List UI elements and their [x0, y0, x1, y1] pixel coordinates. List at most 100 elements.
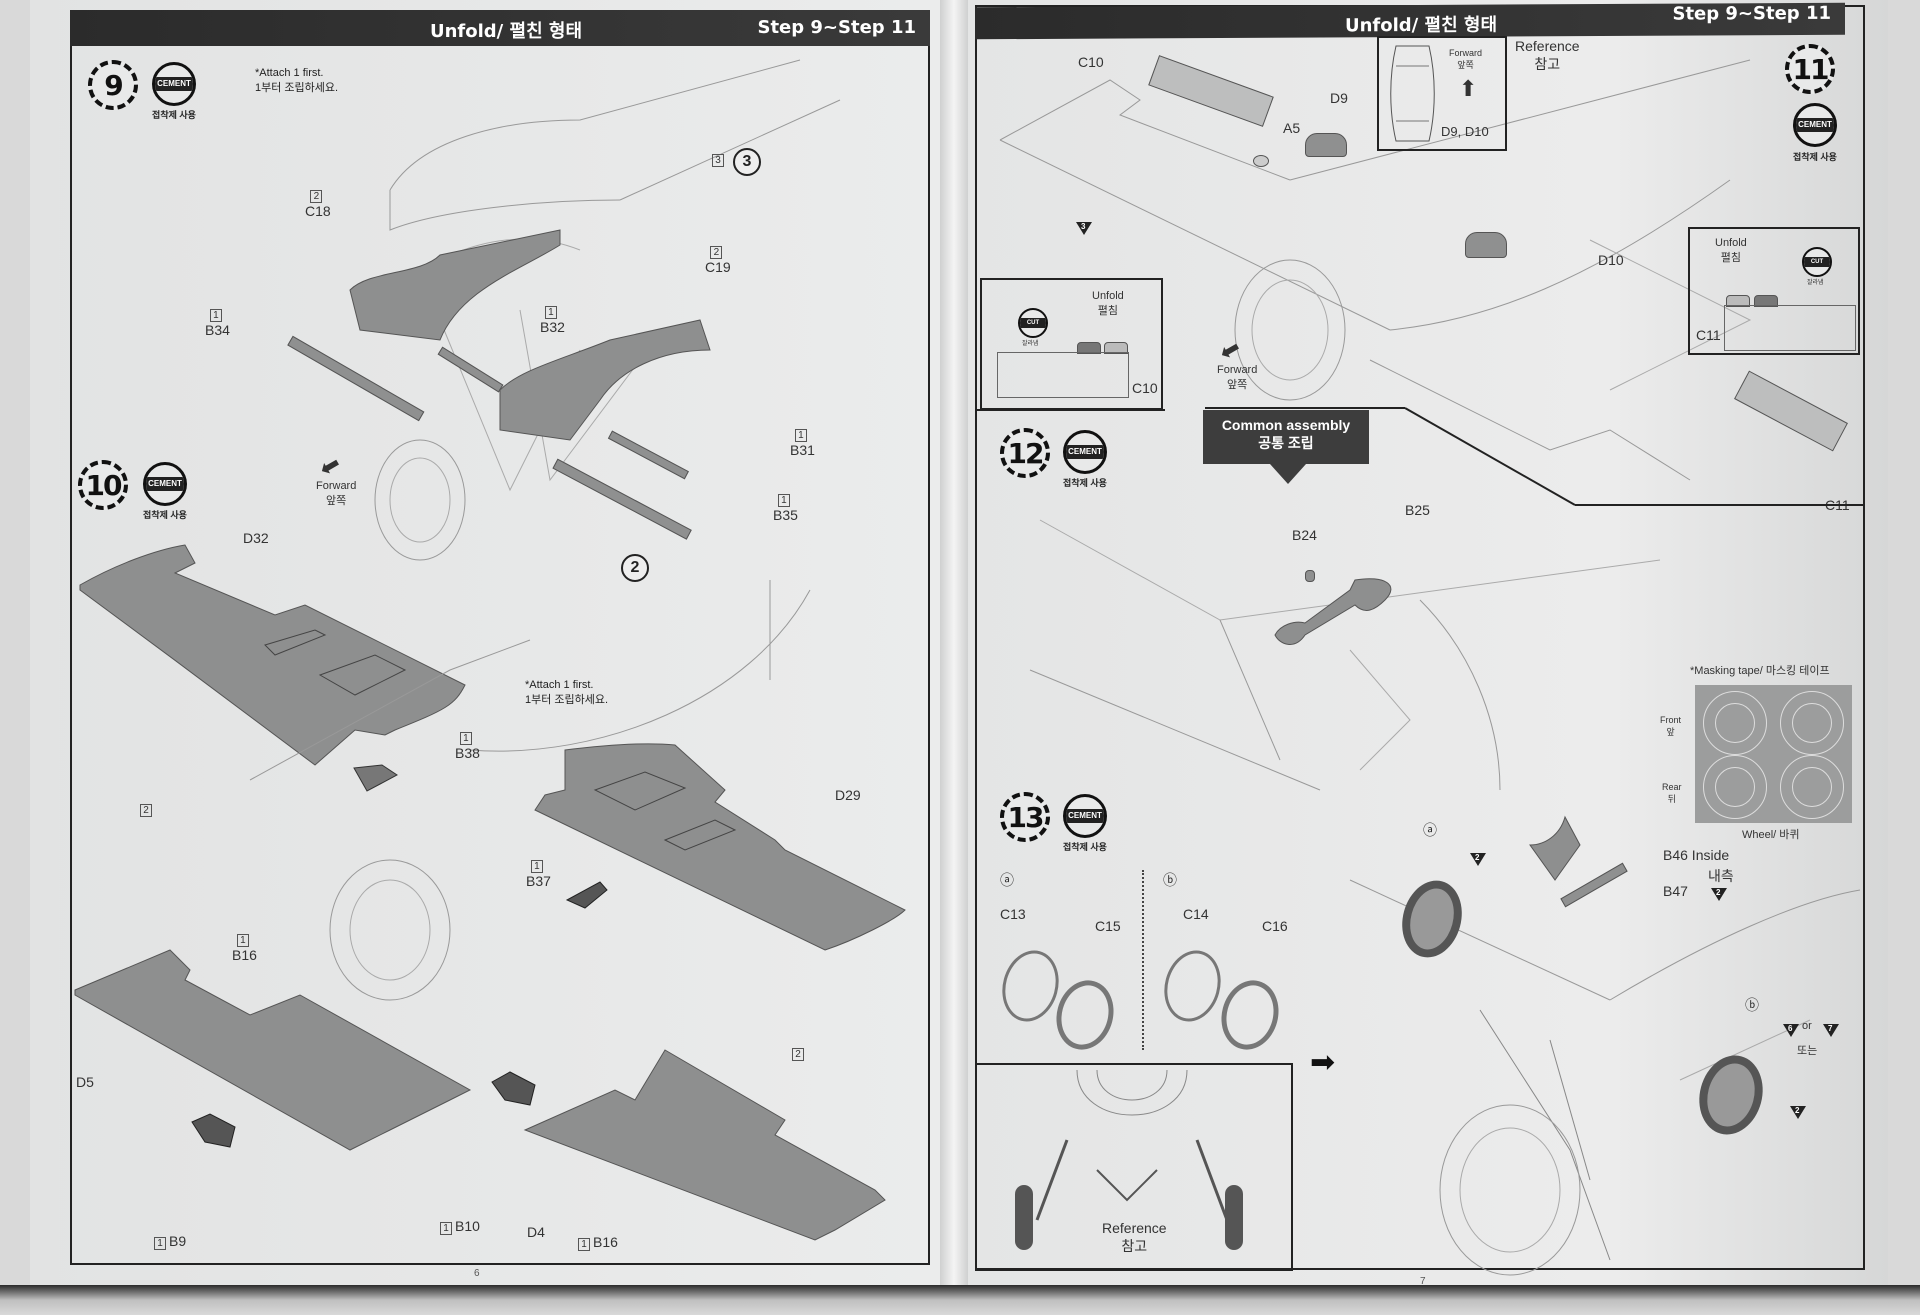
bottom-shadow [0, 1285, 1920, 1315]
part-id: B37 [526, 873, 551, 889]
step13-airframe-drawing [1349, 879, 1861, 1276]
mask-ring-rear-left [1703, 755, 1767, 819]
decal-2-icon: 2 [1470, 853, 1486, 866]
cement-label: CEMENT [1066, 809, 1104, 823]
mask-ring-rear-right [1780, 755, 1844, 819]
step9-note-ko: 1부터 조립하세요. [255, 82, 339, 94]
part-id: B38 [455, 745, 480, 761]
mask-ring-inner [1715, 767, 1755, 807]
wheel-a-label: ⓐ [1423, 822, 1437, 838]
sub-assembly-box: 3 [712, 154, 727, 167]
rear-ko: 뒤 [1667, 794, 1676, 804]
right-header-step-range: Step 9~Step 11 [1672, 2, 1831, 25]
cut-icon: CUT [1018, 308, 1048, 338]
arrow-up-icon: ⬆ [1459, 76, 1478, 101]
variant-a-label: ⓐ [1000, 872, 1014, 888]
decal-ref-3-icon: 3 [1076, 222, 1092, 235]
part-C18-shape [349, 229, 561, 341]
forward-ko: 앞쪽 [1457, 60, 1474, 70]
landing-gear-front-drawing [1035, 1069, 1229, 1221]
cut-sub-label: 잘라냄 [1022, 341, 1039, 347]
unfold-tab [1104, 342, 1128, 354]
variant-b-label: ⓑ [1163, 872, 1177, 888]
part-B9-shape [191, 1113, 236, 1148]
decal-number: 2 [1716, 888, 1721, 897]
right-page-number: 7 [1420, 1276, 1426, 1287]
part-id: B32 [540, 319, 565, 335]
label-B46-ko: 내측 [1708, 868, 1734, 884]
mask-ring-front-left [1703, 691, 1767, 755]
decal-number: 3 [1081, 222, 1086, 231]
box-number: 1 [777, 494, 790, 507]
part-id: B31 [790, 442, 815, 458]
label-D4: D4 [527, 1224, 545, 1240]
cut-sub-label: 잘라냄 [1807, 280, 1824, 286]
forward-en: Forward [1217, 364, 1258, 376]
box-number: 2 [710, 246, 723, 259]
reference-ko: 참고 [1121, 1238, 1148, 1254]
label-B47: B47 [1663, 883, 1688, 899]
sub-assembly-ref-2: 2 [621, 554, 649, 582]
part-D29-shape [534, 743, 906, 951]
stage-box-left: 2 [140, 804, 155, 817]
part-D9-shape [1305, 133, 1347, 157]
decal-number: 6 [1788, 1024, 1793, 1033]
inset-c11-part: C11 [1696, 327, 1721, 343]
step10-fuselage-drawing [249, 580, 811, 1001]
step10-note: *Attach 1 first. 1부터 조립하세요. [525, 678, 608, 708]
label-B24: B24 [1292, 527, 1317, 543]
part-A5-shape [1253, 155, 1269, 167]
forward-ko: 앞쪽 [1227, 379, 1248, 391]
step10-note-en: *Attach 1 first. [525, 679, 594, 691]
decal-number: 2 [1795, 1106, 1800, 1115]
or-label: or [1802, 1020, 1812, 1032]
label-C15: C15 [1095, 918, 1121, 934]
mask-ring-inner [1792, 767, 1832, 807]
c10-flat-outline [997, 352, 1129, 398]
left-wheel [1015, 1185, 1033, 1250]
common-assembly-banner: Common assembly 공통 조립 [1203, 410, 1369, 464]
part-id: B34 [205, 322, 230, 338]
box-number: 2 [310, 190, 323, 203]
right-header-title: Unfold/ 펼친 형태 [1345, 14, 1498, 37]
box-number: 1 [209, 309, 222, 322]
part-B37-shape [565, 881, 608, 909]
sub-assembly-ref-3: 3 [733, 148, 761, 176]
cement-icon: CEMENT [152, 62, 196, 106]
step-9-badge: 9 [88, 60, 138, 110]
c11-flat-outline [1724, 305, 1856, 351]
step-11-badge: 11 [1785, 44, 1835, 94]
cut-icon: CUT [1802, 247, 1832, 277]
unfold-en: Unfold [1715, 237, 1747, 249]
mask-ring-inner [1792, 703, 1832, 743]
cement-label: CEMENT [155, 77, 193, 91]
masking-tape-sheet [1695, 685, 1852, 823]
forward-en: Forward [316, 480, 357, 492]
label-C14: C14 [1183, 906, 1209, 922]
cement-sub-label: 접착제 사용 [1793, 152, 1837, 162]
cement-sub-label: 접착제 사용 [143, 510, 187, 520]
part-id: B35 [773, 507, 798, 523]
wheel-b-label: ⓑ [1745, 997, 1759, 1013]
cement-sub-label: 접착제 사용 [152, 110, 196, 120]
label-B25: B25 [1405, 502, 1430, 518]
left-header-title: Unfold/ 펼친 형태 [430, 21, 583, 42]
right-header: Unfold/ 펼친 형태 Step 9~Step 11 [975, 2, 1845, 40]
reference-en: Reference [1515, 38, 1580, 54]
section-divider [975, 407, 1865, 506]
part-id: B9 [169, 1233, 187, 1249]
decal-6-icon: 6 [1783, 1024, 1799, 1037]
mask-ring-front-right [1780, 691, 1844, 755]
cut-tab [1077, 342, 1101, 354]
cut-label: CUT [1020, 318, 1046, 328]
